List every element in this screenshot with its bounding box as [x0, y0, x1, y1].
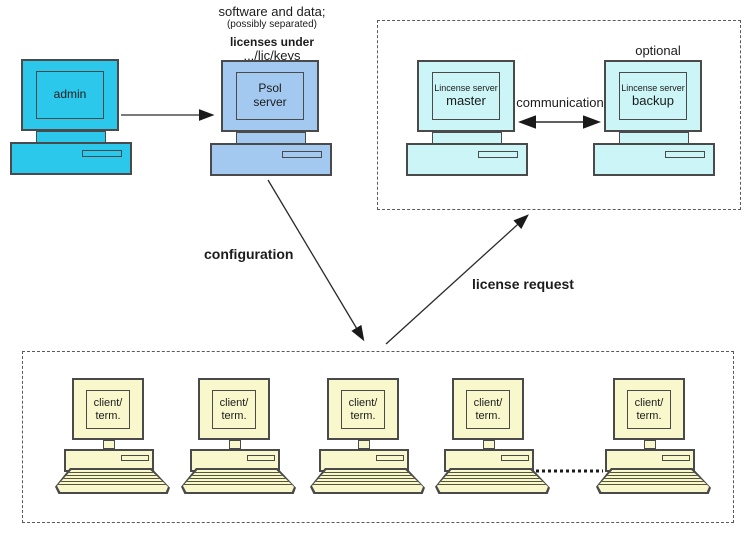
client-drive-slot-icon [662, 455, 690, 461]
psol-drive-slot-icon [282, 151, 322, 158]
backup-name-line: Lincense server [621, 83, 685, 94]
client-terminal-1: client/ term. [55, 378, 170, 498]
client-monitor-stand [644, 440, 656, 449]
psol-base-unit [210, 143, 332, 176]
client-group-box [22, 351, 734, 523]
client-keyboard-icon [596, 468, 711, 494]
client-keyboard-icon [435, 468, 550, 494]
client-screen-label: client/ term. [627, 390, 671, 429]
master-screen-label: Lincense server master [432, 72, 500, 120]
master-role-line: master [446, 92, 486, 108]
backup-screen-label: Lincense server backup [619, 72, 687, 120]
backup-drive-slot-icon [665, 151, 705, 158]
client-drive-slot-icon [501, 455, 529, 461]
client-drive-slot-icon [247, 455, 275, 461]
master-drive-slot-icon [478, 151, 518, 158]
client-monitor-stand [229, 440, 241, 449]
client-drive-slot-icon [121, 455, 149, 461]
license-server-group-box [377, 20, 741, 210]
client-screen-label: client/ term. [212, 390, 256, 429]
communication-label: communication [516, 95, 604, 110]
client-monitor-stand [358, 440, 370, 449]
client-keyboard-icon [181, 468, 296, 494]
client-monitor-stand [483, 440, 495, 449]
client-keyboard-icon [55, 468, 170, 494]
client-monitor-stand [103, 440, 115, 449]
client-monitor [198, 378, 270, 440]
admin-screen-label: admin [36, 71, 104, 119]
client-terminal-4: client/ term. [435, 378, 550, 498]
backup-role-line: backup [632, 92, 674, 108]
client-terminal-5: client/ term. [596, 378, 711, 498]
licenses-under-label: licenses under [229, 35, 315, 50]
backup-base-unit [593, 143, 715, 176]
client-terminal-2: client/ term. [181, 378, 296, 498]
master-base-unit [406, 143, 528, 176]
client-keyboard-icon [310, 468, 425, 494]
admin-drive-slot-icon [82, 150, 122, 157]
configuration-label: configuration [204, 246, 294, 262]
client-screen-label: client/ term. [86, 390, 130, 429]
client-screen-label: client/ term. [341, 390, 385, 429]
license-server-master-computer: Lincense server master [406, 60, 528, 178]
client-drive-slot-icon [376, 455, 404, 461]
admin-base-unit [10, 142, 132, 175]
license-server-backup-computer: Lincense server backup [593, 60, 715, 178]
client-monitor [613, 378, 685, 440]
optional-label: optional [635, 43, 681, 58]
psol-screen-label: Psol server [236, 72, 304, 120]
software-and-data-label: software and data; [218, 4, 326, 19]
possibly-separated-label: (possibly separated) [226, 19, 318, 31]
software-data-annotation: software and data; (possibly separated) … [183, 4, 361, 64]
lic-keys-path-label: .../lic/keys [243, 48, 301, 64]
license-request-label: license request [472, 276, 574, 292]
client-terminal-3: client/ term. [310, 378, 425, 498]
client-screen-label: client/ term. [466, 390, 510, 429]
psol-server-computer: Psol server [210, 60, 332, 178]
admin-computer: admin [10, 59, 132, 177]
client-monitor [327, 378, 399, 440]
master-name-line: Lincense server [434, 83, 498, 94]
